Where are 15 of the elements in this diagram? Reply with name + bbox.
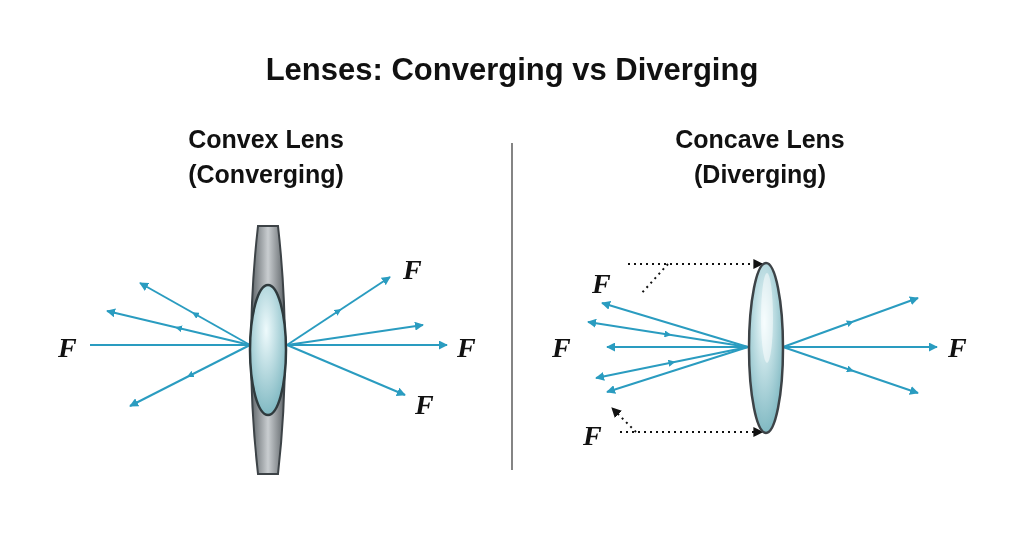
dotted-arrow — [619, 427, 764, 437]
focal-point-label: F — [948, 334, 967, 362]
focal-point-label: F — [415, 391, 434, 419]
panel-heading: Concave Lens (Diverging) — [674, 124, 846, 190]
focal-point-label: F — [58, 334, 77, 362]
convex-lens — [246, 224, 290, 476]
focal-point-label: F — [592, 270, 611, 298]
panel-heading: Convex Lens (Converging) — [187, 124, 345, 190]
diagram-title: Lenses: Converging vs Diverging — [264, 52, 760, 88]
focal-point-label: F — [457, 334, 476, 362]
dotted-arrow — [627, 259, 764, 269]
focal-point-label: F — [583, 422, 602, 450]
concave-lens — [747, 261, 785, 435]
focal-point-label: F — [552, 334, 571, 362]
focal-point-label: F — [403, 256, 422, 284]
